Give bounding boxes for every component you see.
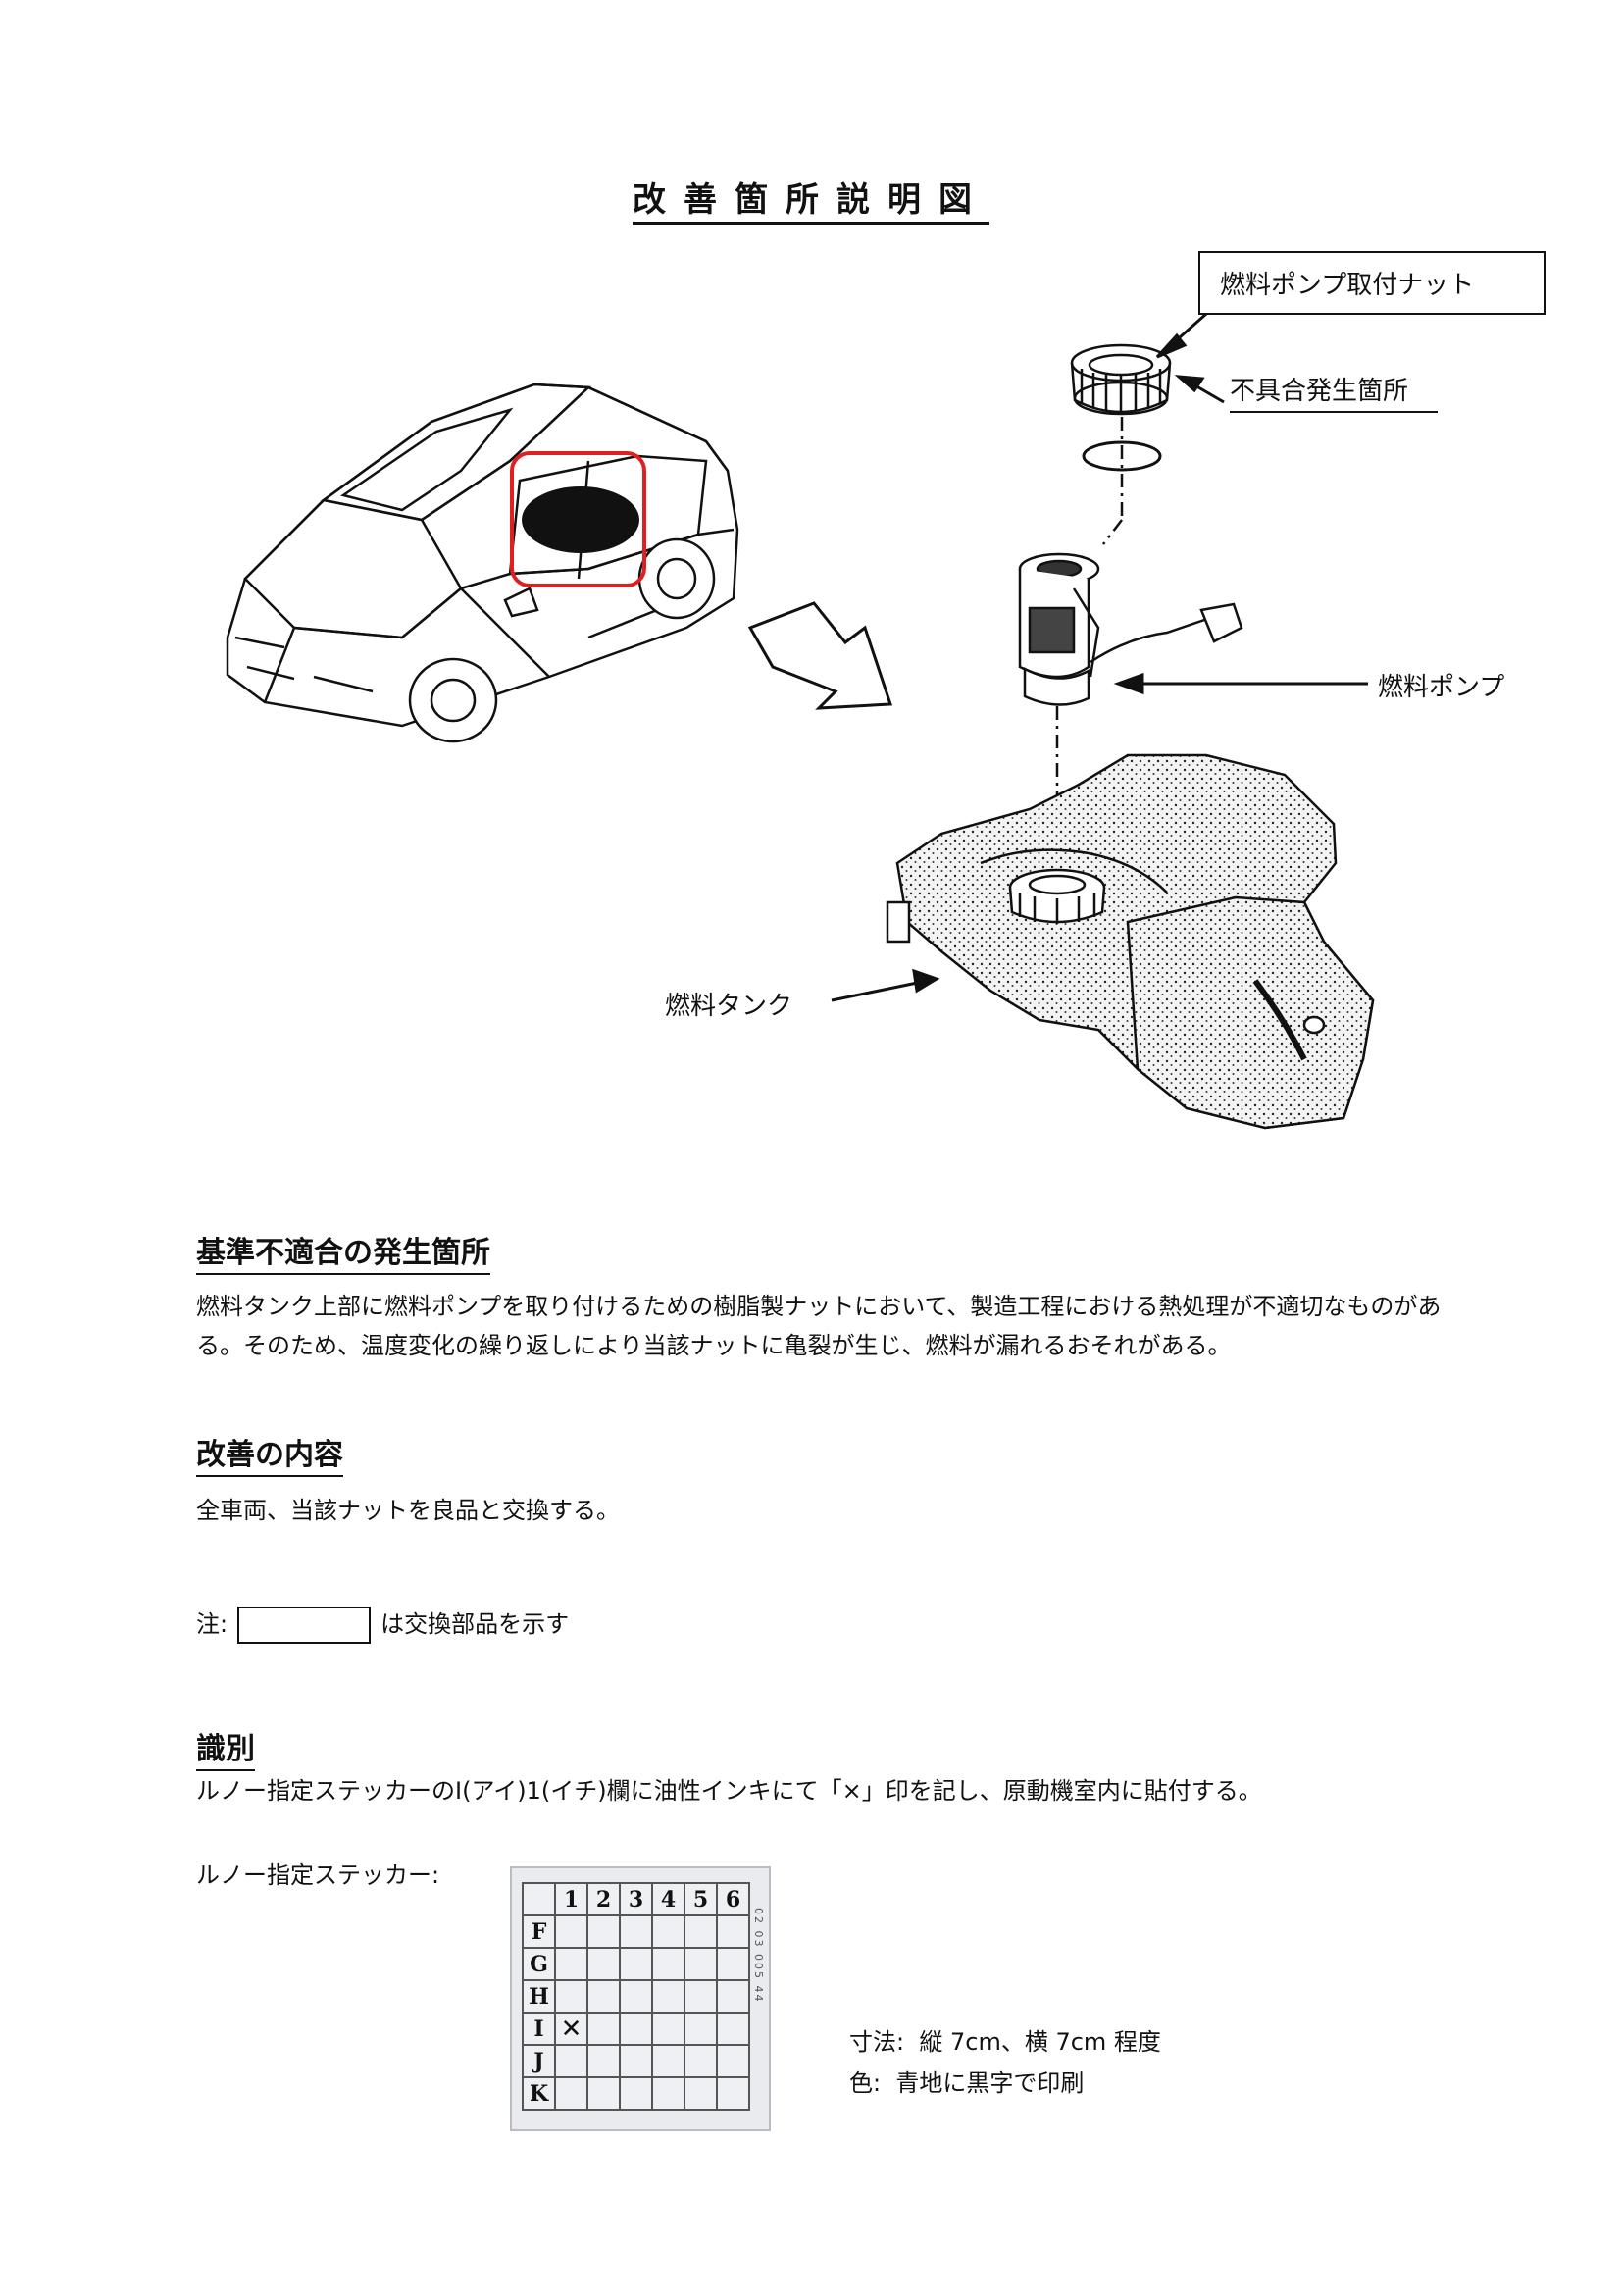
section-body-improvement: 全車両、当該ナットを良品と交換する。 bbox=[196, 1497, 620, 1524]
sticker-row: I✕ bbox=[522, 2012, 750, 2046]
sticker-row: F bbox=[522, 1914, 750, 1949]
sticker-row: G bbox=[522, 1947, 750, 1981]
page-title: 改善箇所説明図 bbox=[0, 173, 1622, 225]
legend-box bbox=[237, 1607, 372, 1644]
sticker-label: ルノー指定ステッカー: bbox=[196, 1862, 440, 1889]
o-ring-drawing bbox=[1082, 440, 1162, 472]
replacement-part-note: 注:は交換部品を示す bbox=[196, 1605, 569, 1644]
sticker-row: K bbox=[522, 2076, 750, 2111]
arrow-icon bbox=[747, 601, 893, 710]
fuel-pump-nut-drawing bbox=[1070, 343, 1172, 416]
section-body-nonconformity: 燃料タンク上部に燃料ポンプを取り付けるための樹脂製ナットにおいて、製造工程におけ… bbox=[196, 1293, 1442, 1359]
callout-fuel-pump-nut: 燃料ポンプ取付ナット bbox=[1198, 251, 1546, 315]
highlight-box bbox=[510, 451, 646, 587]
sticker-row: H bbox=[522, 1979, 750, 2014]
fuel-pump-drawing bbox=[1018, 552, 1243, 706]
fuel-tank-area-mark bbox=[522, 486, 639, 553]
section-heading-identification: 識別 bbox=[196, 1724, 255, 1771]
sticker-row: J bbox=[522, 2044, 750, 2078]
sticker-side-code: 02 03 005 44 bbox=[752, 1908, 765, 2004]
sticker-grid: 1 2 3 4 5 6 F G H I✕ J K bbox=[522, 1882, 750, 2111]
sticker-size: 寸法: 縦 7cm、横 7cm 程度 bbox=[849, 2028, 1161, 2056]
callout-defect-location: 不具合発生箇所 bbox=[1230, 371, 1438, 413]
sticker-header-row: 1 2 3 4 5 6 bbox=[522, 1882, 750, 1916]
section-heading-nonconformity: 基準不適合の発生箇所 bbox=[196, 1228, 490, 1275]
renault-sticker: 1 2 3 4 5 6 F G H I✕ J K 02 03 005 44 bbox=[510, 1866, 771, 2131]
sticker-mark: ✕ bbox=[554, 2012, 588, 2046]
fuel-tank-drawing bbox=[886, 753, 1375, 1130]
identification-text: ルノー指定ステッカーのI(アイ)1(イチ)欄に油性インキにて「×」印を記し、原動… bbox=[196, 1777, 1262, 1805]
fuel-system-illustration bbox=[226, 312, 1375, 1130]
section-heading-improvement: 改善の内容 bbox=[196, 1430, 343, 1477]
callout-fuel-tank: 燃料タンク bbox=[665, 992, 793, 1021]
sticker-color: 色: 青地に黒字で印刷 bbox=[849, 2069, 1085, 2097]
callout-fuel-pump: 燃料ポンプ bbox=[1378, 673, 1505, 702]
callout-arrows bbox=[831, 312, 1368, 1002]
car-drawing bbox=[226, 383, 739, 743]
